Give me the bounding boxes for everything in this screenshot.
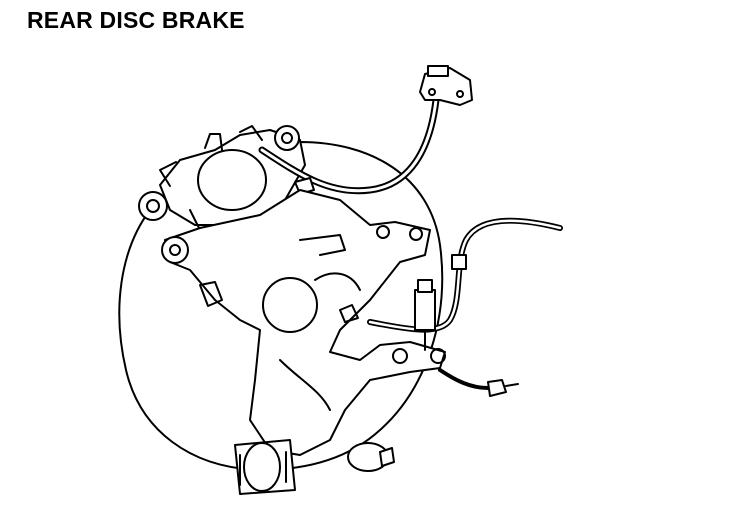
sensor-lead [438, 368, 519, 397]
lower-bushing [234, 439, 296, 495]
brake-hose [258, 65, 473, 195]
page-title: REAR DISC BRAKE [27, 7, 245, 33]
wheel-speed-sensor [414, 279, 436, 351]
knuckle [161, 189, 446, 456]
ball-joint-stud [347, 442, 395, 472]
